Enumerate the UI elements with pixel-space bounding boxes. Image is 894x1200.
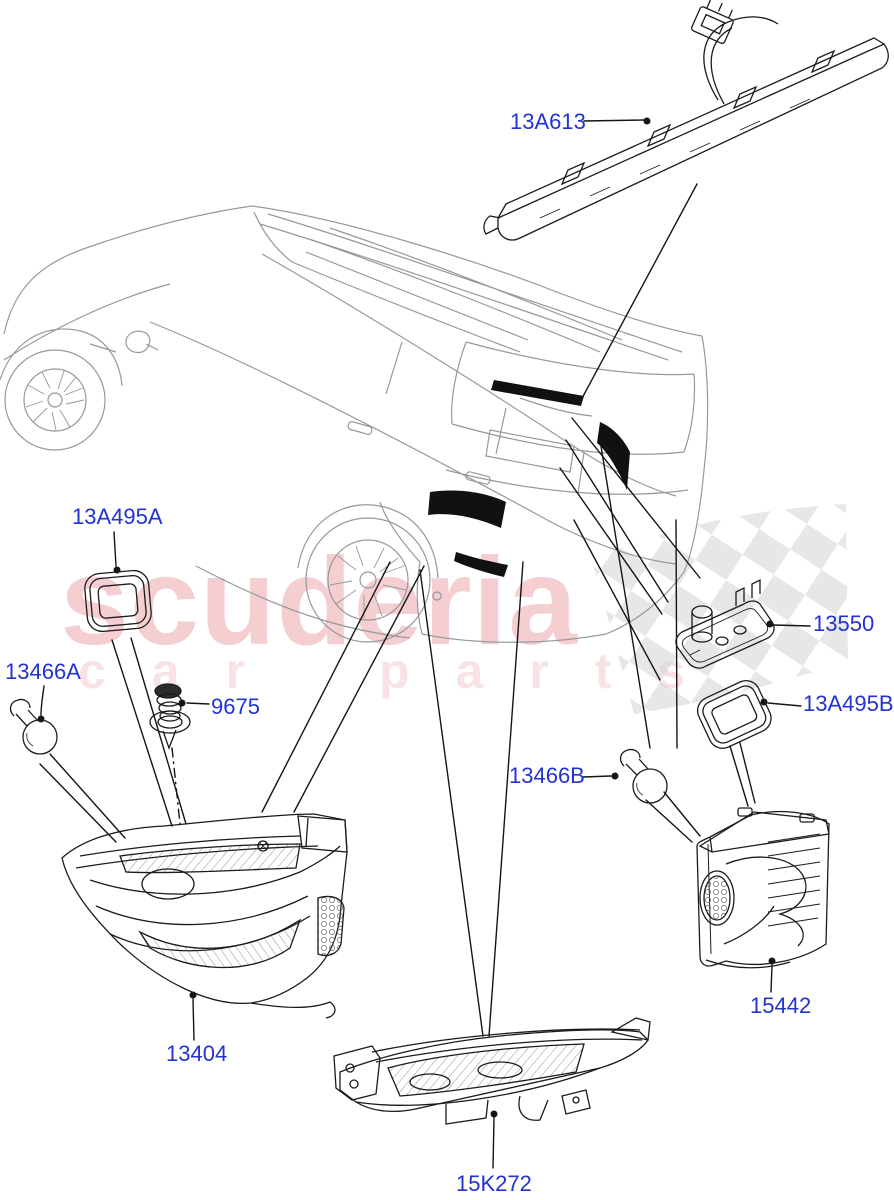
part-label-15442[interactable]: 15442 [750, 993, 812, 1018]
leader-lines [37, 117, 811, 1169]
watermark-brand: scuderia [60, 533, 579, 671]
part-label-13404[interactable]: 13404 [166, 1041, 228, 1066]
part-13a495a-gasket [84, 569, 152, 633]
part-13466b-bulb [619, 748, 668, 804]
part-15k272-lower-rear-lamp [333, 1017, 651, 1125]
part-13466a-bulb [9, 698, 58, 755]
part-label-13a495b[interactable]: 13A495B [803, 691, 894, 716]
part-13550-licence-plate-lamp [675, 578, 775, 669]
part-15442-rear-lamp-rh [696, 807, 830, 969]
part-label-13a613[interactable]: 13A613 [510, 109, 586, 134]
part-label-13a495a[interactable]: 13A495A [72, 504, 163, 529]
part-label-15k272[interactable]: 15K272 [456, 1171, 532, 1196]
part-label-13466a[interactable]: 13466A [5, 659, 81, 684]
vehicle-illustration [0, 205, 709, 643]
watermark-checkered-flag [592, 504, 848, 714]
part-label-13466b[interactable]: 13466B [509, 763, 585, 788]
part-13a613-high-mounted-stop-lamp [483, 0, 889, 241]
part-9675-bulb-socket [149, 683, 191, 750]
part-13a495b-gasket [696, 680, 772, 749]
part-label-13550[interactable]: 13550 [813, 611, 875, 636]
part-13404-rear-lamp-lh [61, 813, 348, 1019]
part-label-9675[interactable]: 9675 [211, 694, 260, 719]
